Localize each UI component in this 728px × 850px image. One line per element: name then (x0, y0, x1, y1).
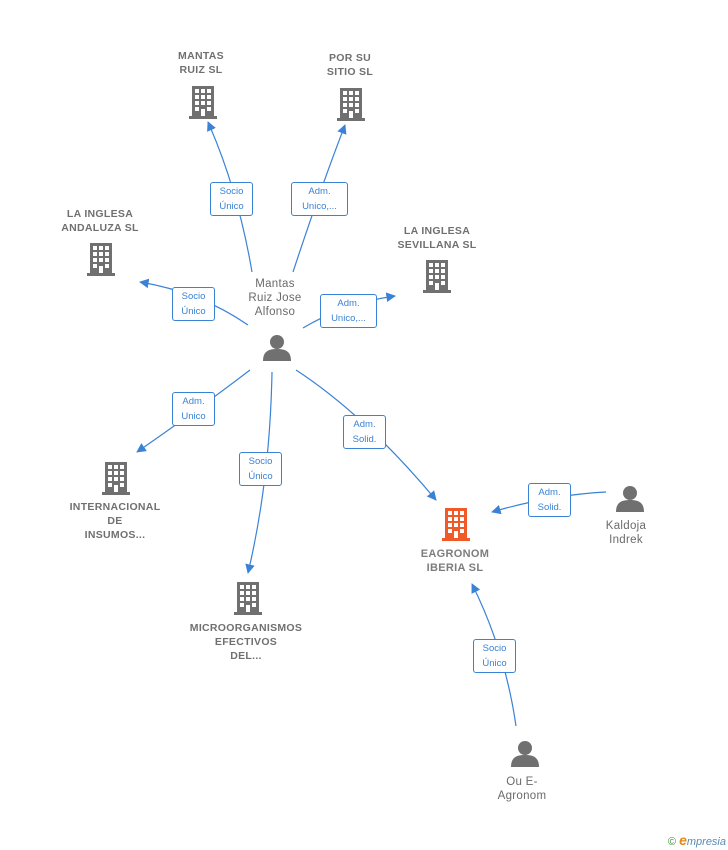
company-mantas-ruiz-sl[interactable]: MANTAS RUIZ SL (178, 50, 224, 76)
building-icon (102, 462, 130, 495)
empresia-logo[interactable]: © empresia (668, 832, 726, 848)
company-internacional-de-insumos[interactable]: INTERNACIONAL DE INSUMOS... (69, 501, 161, 541)
person-kaldoja-indrek[interactable]: Kaldoja Indrek (605, 520, 647, 546)
company-eagronom-iberia-sl[interactable]: EAGRONOM IBERIA SL (420, 548, 490, 574)
company-la-inglesa-sevillana-sl[interactable]: LA INGLESA SEVILLANA SL (397, 225, 477, 251)
company-microorganismos-efectivos[interactable]: MICROORGANISMOS EFECTIVOS DEL... (189, 622, 303, 662)
edge-label-socio-unico: Socio Único (473, 639, 516, 673)
edge-label-adm-solid: Adm. Solid. (528, 483, 571, 517)
edge-label-adm-unico: Adm. Unico,... (291, 182, 348, 216)
person-ou-e-agronom[interactable]: Ou E- Agronom (497, 776, 547, 802)
edge-label-adm-unico: Adm. Unico (172, 392, 215, 426)
person-icon (616, 486, 644, 512)
edge-label-socio-unico: Socio Único (210, 182, 253, 216)
person-icon (263, 335, 291, 361)
building-icon (234, 582, 262, 615)
company-por-su-sitio-sl[interactable]: POR SU SITIO SL (326, 52, 374, 78)
building-icon (423, 260, 451, 293)
person-icon (511, 741, 539, 767)
company-la-inglesa-andaluza-sl[interactable]: LA INGLESA ANDALUZA SL (61, 208, 139, 234)
person-mantas-ruiz-jose-alfonso[interactable]: Mantas Ruiz Jose Alfonso (248, 278, 302, 318)
building-icon (87, 243, 115, 276)
building-icon (189, 86, 217, 119)
brand-e: e (679, 832, 687, 848)
building-icon-focus (442, 508, 470, 541)
edge-label-socio-unico: Socio Único (239, 452, 282, 486)
copyright-symbol: © (667, 836, 677, 848)
edge-label-adm-unico: Adm. Unico,... (320, 294, 377, 328)
edge-label-socio-unico: Socio Único (172, 287, 215, 321)
building-icon (337, 88, 365, 121)
edge-label-adm-solid: Adm. Solid. (343, 415, 386, 449)
brand-text: mpresia (686, 836, 726, 848)
